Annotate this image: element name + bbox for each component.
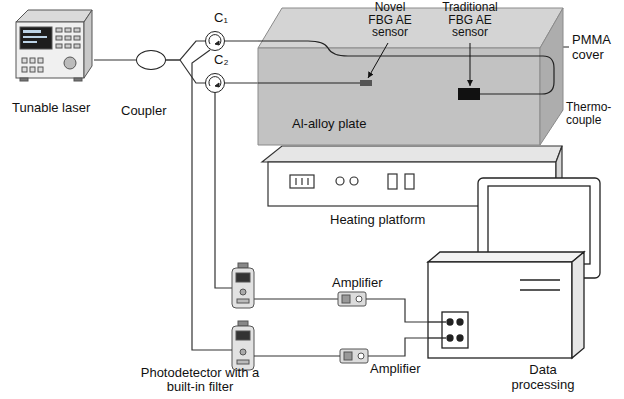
- optical-fiber: [258, 41, 554, 94]
- node-label: Amplifier: [332, 275, 402, 290]
- computer-icon: [428, 178, 600, 358]
- node-label: C₁: [214, 10, 240, 25]
- photodetector-icon: [232, 263, 254, 308]
- node-label: Tunable laser: [12, 100, 108, 115]
- node-label: PMMA cover: [572, 32, 620, 62]
- photodetector-icon: [232, 321, 254, 370]
- node-label: Photodetector with a built-in filter: [135, 366, 265, 394]
- node-label: Data processing: [508, 362, 578, 392]
- traditional-sensor: [458, 88, 480, 100]
- callout-label: Thermo-couple: [566, 101, 618, 126]
- al-alloy-plate: Al-alloy plate: [286, 112, 372, 135]
- node-label: Coupler: [121, 103, 191, 118]
- node-label: Amplifier: [370, 361, 440, 376]
- optical-fiber: [225, 40, 258, 41]
- callout-label: Traditional FBG AE sensor: [437, 1, 503, 39]
- optical-fiber: [94, 59, 136, 60]
- amplifier: Amplifier: [340, 349, 368, 363]
- pointer-arrow: [470, 43, 471, 86]
- callout-label: Novel FBG AE sensor: [362, 1, 418, 39]
- signal-cable: [366, 299, 428, 322]
- signal-cable: [254, 355, 340, 356]
- pmma-cover: PMMA coverAl-alloy plate: [258, 8, 563, 145]
- amplifier: Amplifier: [338, 292, 366, 306]
- node-label: Al-alloy plate: [292, 116, 366, 131]
- node-label: Heating platform: [330, 212, 490, 227]
- coupler-ellipse: Coupler: [136, 50, 166, 70]
- amplifier-icon: [340, 349, 368, 363]
- optical-fiber: [225, 82, 258, 83]
- signal-cable: [368, 338, 428, 356]
- laser-icon: [16, 10, 92, 81]
- photodetector: Photodetector with a built-in filter: [232, 326, 254, 370]
- novel-sensor: [360, 80, 372, 86]
- heating-platform: Heating platform: [262, 146, 562, 208]
- node-label: C₂: [214, 52, 240, 67]
- pointer-arrow: [368, 43, 388, 78]
- laser-device: Tunable laser: [10, 8, 94, 84]
- data-processing-unit: Data processing: [428, 262, 572, 358]
- optical-fiber: [258, 82, 360, 83]
- circulator-circle: C₁: [205, 31, 225, 51]
- signal-cable: [192, 50, 232, 350]
- optical-fiber: [166, 60, 205, 83]
- circulator-circle: C₂: [205, 73, 225, 93]
- amplifier-icon: [338, 292, 366, 306]
